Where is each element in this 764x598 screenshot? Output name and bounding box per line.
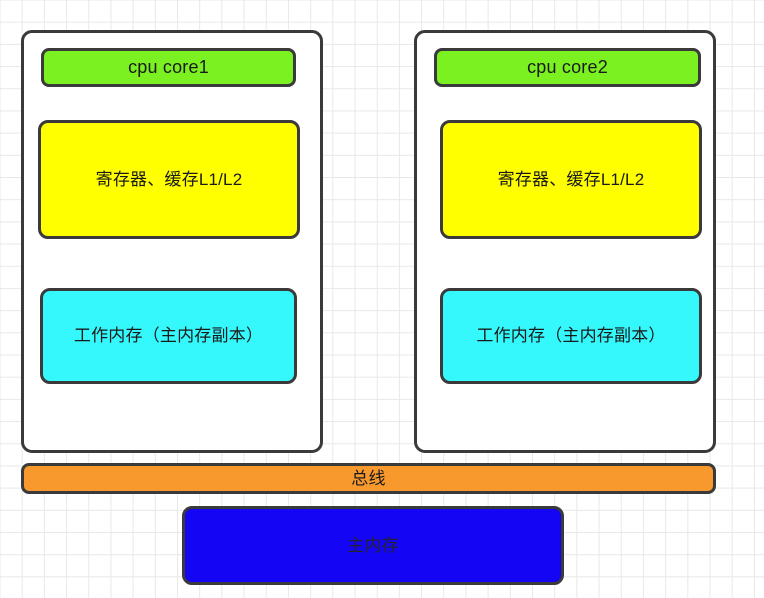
cpu-card-2[interactable] [414,30,716,453]
cpu-card-1[interactable] [21,30,323,453]
cpu-core1-label: cpu core1 [128,57,209,78]
cpu-core2-box[interactable]: cpu core2 [434,48,701,87]
cpu-core1-cache-box[interactable]: 寄存器、缓存L1/L2 [38,120,300,239]
cpu-core1-box[interactable]: cpu core1 [41,48,296,87]
cpu-core2-working-memory-box[interactable]: 工作内存（主内存副本） [440,288,702,384]
cpu-core2-label: cpu core2 [527,57,608,78]
main-memory-box[interactable]: 主内存 [182,506,564,585]
main-memory-label: 主内存 [347,535,399,555]
cpu-core2-working-memory-label: 工作内存（主内存副本） [476,326,666,346]
cpu-core2-cache-box[interactable]: 寄存器、缓存L1/L2 [440,120,702,239]
cpu-core2-cache-label: 寄存器、缓存L1/L2 [497,169,645,189]
system-bus-label: 总线 [351,468,386,488]
cpu-core1-working-memory-label: 工作内存（主内存副本） [73,326,264,346]
system-bus-box[interactable]: 总线 [21,463,716,494]
cpu-core1-cache-label: 寄存器、缓存L1/L2 [95,169,243,189]
cpu-core1-working-memory-box[interactable]: 工作内存（主内存副本） [40,288,297,384]
